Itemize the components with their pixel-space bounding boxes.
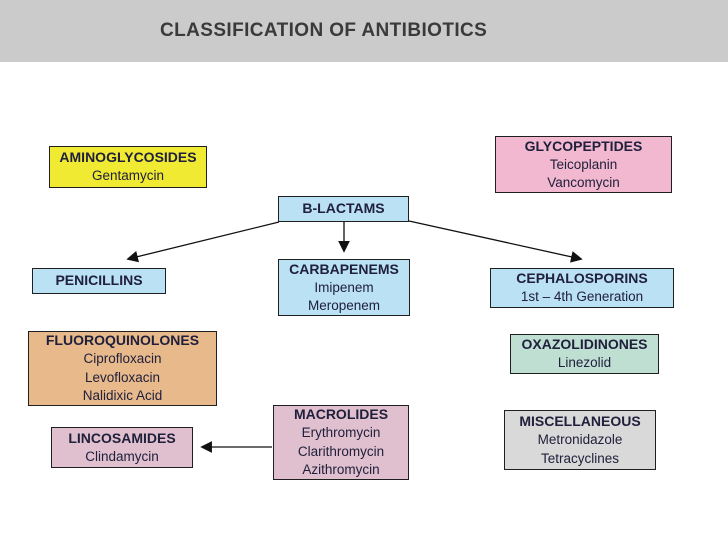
node-title: CEPHALOSPORINS: [516, 270, 648, 287]
arrow-blactams-to-penicillins: [126, 221, 280, 263]
node-title: MISCELLANEOUS: [519, 413, 641, 430]
node-title: FLUOROQUINOLONES: [45, 332, 200, 349]
node-item: Tetracyclines: [540, 450, 620, 466]
node-aminoglycosides: AMINOGLYCOSIDES Gentamycin: [49, 146, 207, 188]
node-cephalosporins: CEPHALOSPORINS 1st – 4th Generation: [490, 268, 674, 308]
node-penicillins: PENICILLINS: [32, 268, 166, 294]
node-title: LINCOSAMIDES: [68, 429, 176, 446]
node-title: B-LACTAMS: [302, 200, 385, 217]
node-item: Teicoplanin: [549, 156, 618, 172]
page-title: CLASSIFICATION OF ANTIBIOTICS: [160, 20, 488, 41]
header-band: CLASSIFICATION OF ANTIBIOTICS: [0, 0, 728, 62]
node-item: Clarithromycin: [297, 443, 385, 459]
node-miscellaneous: MISCELLANEOUS Metronidazole Tetracycline…: [504, 410, 656, 470]
node-macrolides: MACROLIDES Erythromycin Clarithromycin A…: [273, 405, 409, 480]
node-item: Linezolid: [557, 355, 612, 371]
node-item: Clindamycin: [85, 448, 159, 464]
node-title: OXAZOLIDINONES: [521, 336, 648, 353]
node-item: Levofloxacin: [84, 369, 161, 385]
node-title: PENICILLINS: [55, 272, 143, 289]
node-item: Nalidixic Acid: [82, 388, 163, 404]
node-title: GLYCOPEPTIDES: [524, 137, 643, 154]
node-item: Azithromycin: [302, 462, 380, 478]
node-lincosamides: LINCOSAMIDES Clindamycin: [51, 427, 193, 468]
arrow-blactams-to-cephalosporins: [408, 220, 583, 263]
node-oxazolidinones: OXAZOLIDINONES Linezolid: [510, 334, 659, 374]
node-title: CARBAPENEMS: [289, 260, 399, 277]
node-item: Metronidazole: [537, 432, 623, 448]
node-fluoroquinolones: FLUOROQUINOLONES Ciprofloxacin Levofloxa…: [28, 331, 217, 406]
node-item: Ciprofloxacin: [83, 351, 162, 367]
node-item: Imipenem: [314, 279, 374, 295]
node-title: AMINOGLYCOSIDES: [59, 149, 197, 166]
node-item: 1st – 4th Generation: [520, 289, 644, 305]
node-item: Erythromycin: [301, 425, 381, 441]
node-b-lactams: B-LACTAMS: [278, 196, 409, 222]
node-title: MACROLIDES: [293, 406, 389, 423]
node-carbapenems: CARBAPENEMS Imipenem Meropenem: [278, 259, 410, 316]
node-item: Gentamycin: [91, 168, 165, 184]
node-item: Vancomycin: [547, 175, 620, 191]
node-glycopeptides: GLYCOPEPTIDES Teicoplanin Vancomycin: [495, 136, 672, 193]
node-item: Meropenem: [307, 298, 381, 314]
